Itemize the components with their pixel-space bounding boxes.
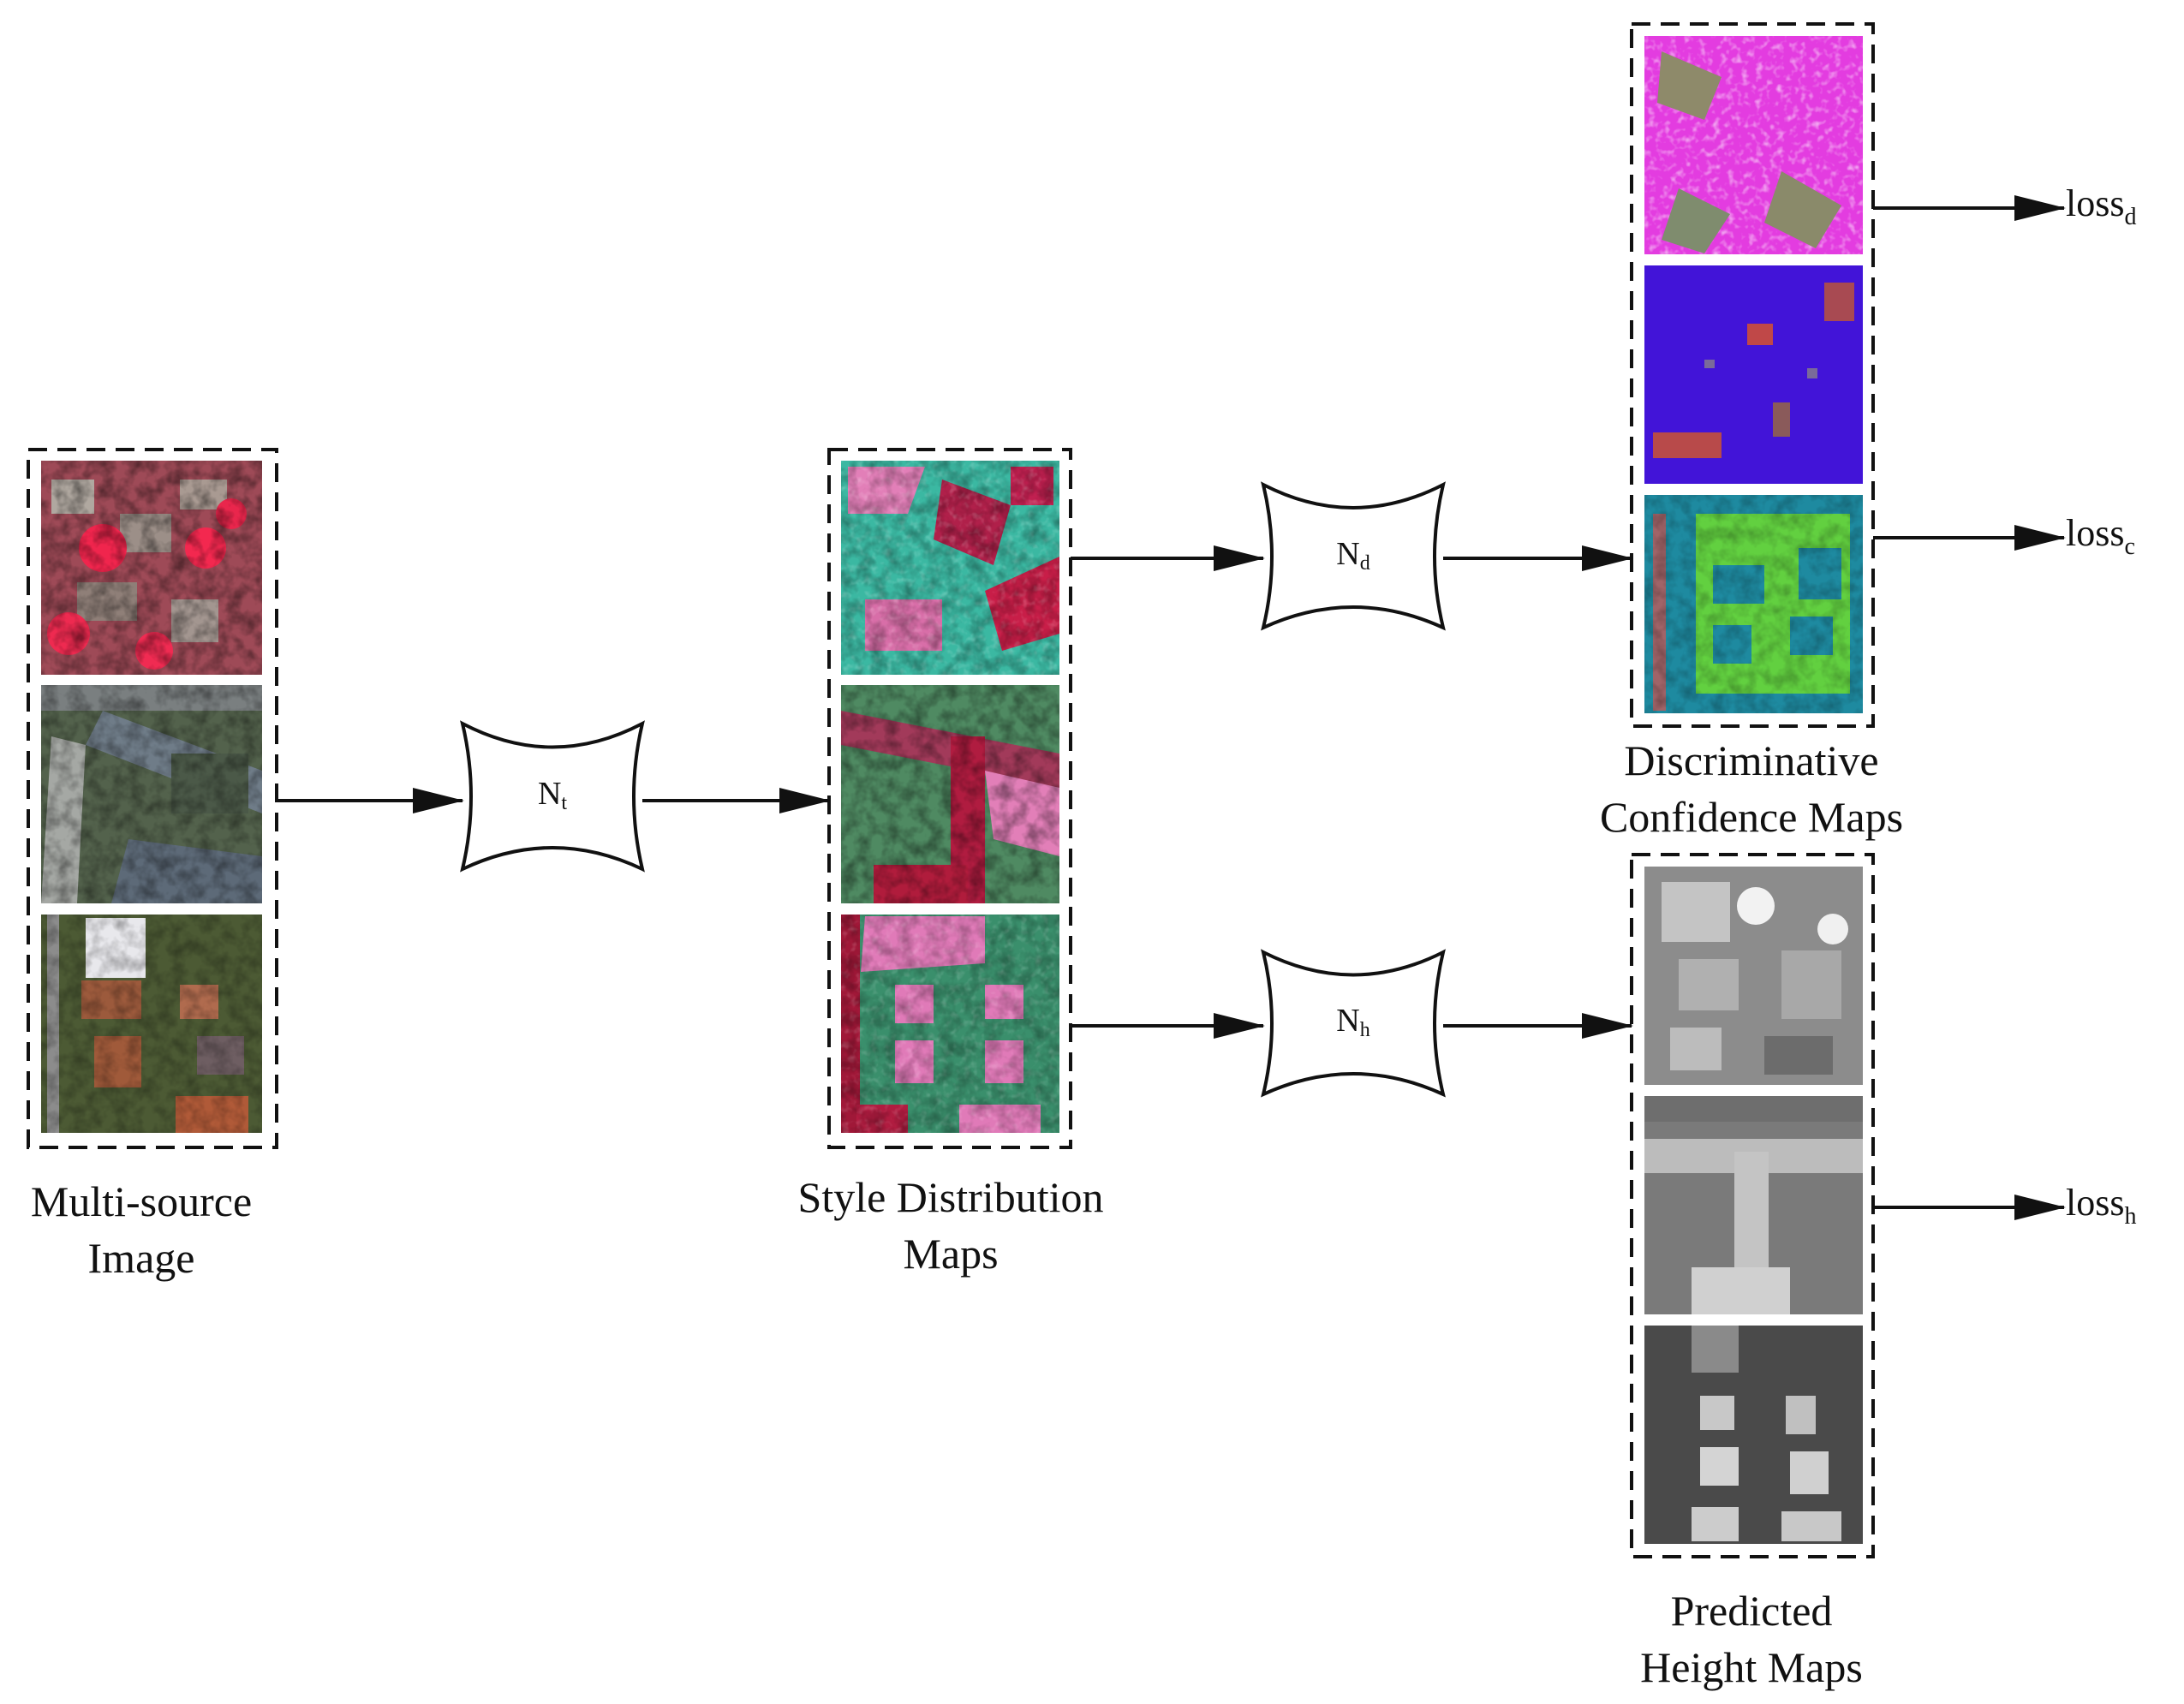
style-tile-2: [841, 685, 1059, 903]
confidence-tile-1: [1644, 36, 1863, 254]
height-tile-3: [1644, 1326, 1863, 1544]
height-tile-2: [1644, 1096, 1863, 1314]
height-caption-line-1: Predicted: [1670, 1587, 1833, 1635]
network-d-shape: [1261, 481, 1446, 631]
network-d-label: Nd: [1336, 536, 1370, 575]
height-tile-1: [1644, 867, 1863, 1085]
loss-c-label: lossc: [2066, 512, 2135, 560]
style-caption-line-2: Maps: [903, 1230, 999, 1278]
input-caption-line-1: Multi-source: [30, 1177, 253, 1225]
input-caption: Multi-source Image: [0, 1173, 283, 1286]
confidence-tile-2: [1644, 265, 1863, 484]
input-image-column: [27, 448, 278, 1149]
input-tile-1: [41, 461, 262, 675]
confidence-dashed-frame: [1630, 22, 1875, 728]
confidence-tile-3: [1644, 495, 1863, 713]
confidence-caption-line-2: Confidence Maps: [1599, 793, 1904, 841]
input-tile-2: [41, 685, 262, 903]
style-tile-3: [841, 915, 1059, 1133]
input-caption-line-2: Image: [87, 1234, 195, 1282]
confidence-maps-column: [1630, 22, 1875, 728]
input-dashed-frame: [27, 448, 278, 1149]
style-tile-1: [841, 461, 1059, 675]
network-t-shape: [460, 720, 645, 873]
loss-h-label: lossh: [2066, 1182, 2137, 1230]
height-maps-column: [1630, 853, 1875, 1558]
confidence-caption-line-1: Discriminative: [1624, 736, 1879, 784]
arrows: [277, 195, 2066, 1220]
style-caption: Style Distribution Maps: [754, 1169, 1148, 1282]
height-caption: Predicted Height Maps: [1550, 1582, 1953, 1695]
loss-d-label: lossd: [2066, 182, 2137, 230]
style-maps-column: [827, 448, 1072, 1149]
network-t-label: Nt: [537, 776, 568, 814]
input-tile-3: [41, 915, 262, 1133]
confidence-caption: Discriminative Confidence Maps: [1550, 732, 1953, 845]
network-h-label: Nh: [1336, 1003, 1370, 1041]
style-caption-line-1: Style Distribution: [797, 1173, 1104, 1221]
network-h-shape: [1261, 949, 1446, 1098]
height-caption-line-2: Height Maps: [1640, 1643, 1863, 1691]
